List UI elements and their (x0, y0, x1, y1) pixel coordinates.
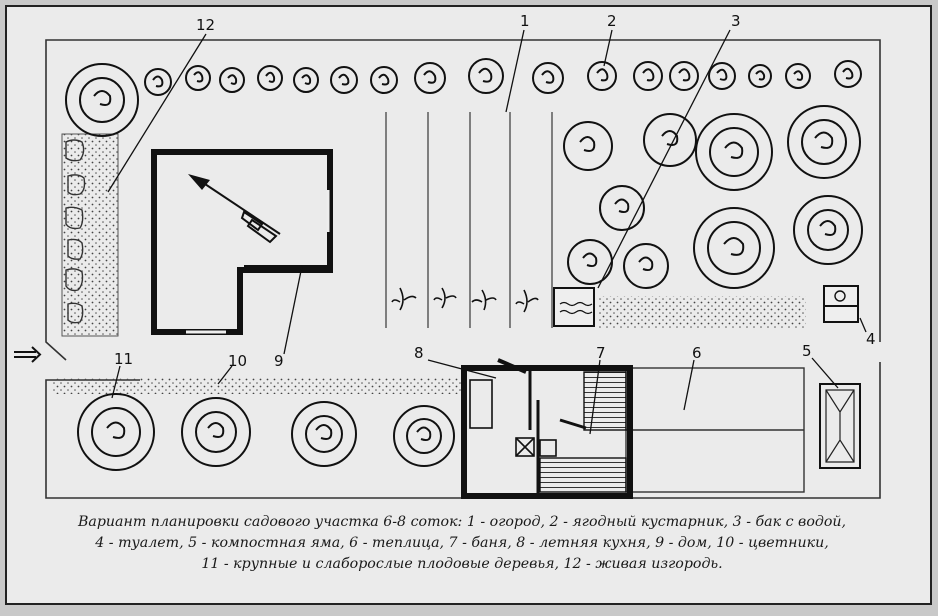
summer-kitchen-table (469, 379, 493, 429)
flower-bed-strip-right (598, 296, 806, 328)
leader-lines (107, 29, 867, 435)
entrance-arrow-icon (14, 346, 42, 363)
water-tank (553, 287, 595, 327)
vegetable-sprout-icons (391, 287, 539, 313)
sauna-bench (539, 457, 627, 493)
label-1: 1 (520, 12, 530, 30)
hedge-strip (61, 133, 119, 337)
hedge-blocks (65, 139, 86, 324)
label-11: 11 (114, 350, 133, 368)
label-8: 8 (414, 344, 424, 362)
sauna-kitchen-building (461, 365, 633, 499)
label-5: 5 (802, 342, 812, 360)
berry-bushes (144, 58, 862, 96)
label-3: 3 (731, 12, 741, 30)
house-outline (151, 149, 333, 335)
diagram-caption: Вариант планировки садового участка 6-8 … (14, 512, 910, 575)
label-2: 2 (607, 12, 617, 30)
vegetable-garden-beds (385, 112, 553, 328)
label-6: 6 (692, 344, 702, 362)
toilet (823, 285, 859, 323)
flower-bed-strip (52, 378, 462, 394)
stove-icon (515, 437, 557, 457)
label-12: 12 (196, 16, 215, 34)
caption-line-2: 4 - туалет, 5 - компостная яма, 6 - тепл… (95, 535, 829, 551)
label-4: 4 (866, 330, 876, 348)
caption-line-3: 11 - крупные и слаборослые плодовые дере… (201, 556, 723, 572)
fruit-trees (65, 63, 863, 471)
compost-pit (819, 383, 861, 469)
label-10: 10 (228, 352, 247, 370)
label-7: 7 (596, 344, 606, 362)
north-arrow-icon (188, 174, 281, 244)
caption-line-1: Вариант планировки садового участка 6-8 … (77, 514, 847, 530)
sauna-stair (583, 371, 627, 431)
label-9: 9 (274, 352, 284, 370)
